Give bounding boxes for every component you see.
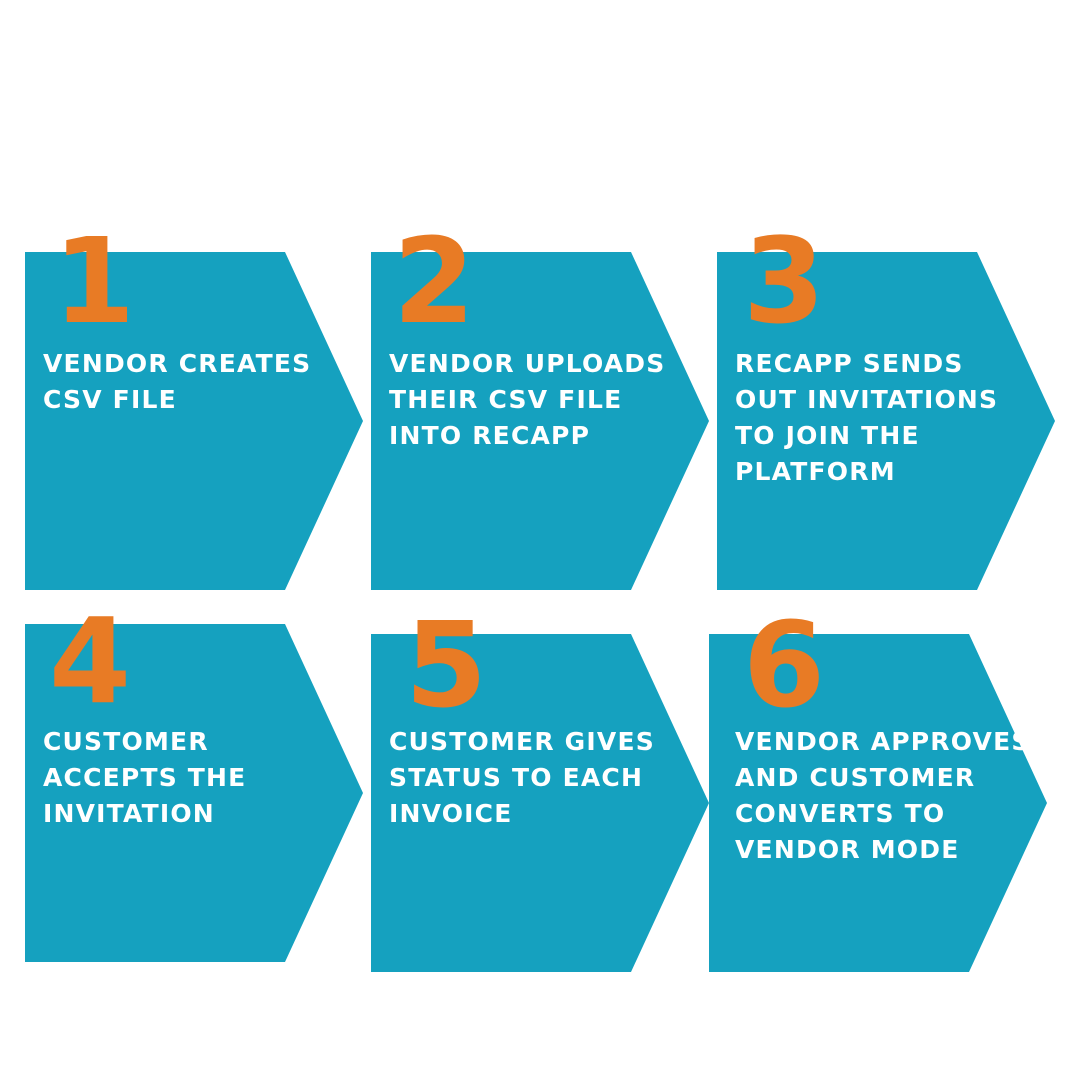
step-1: 1 VENDOR CREATES CSV FILE (25, 222, 365, 597)
step-number: 5 (405, 596, 488, 734)
step-description: CUSTOMER GIVES STATUS TO EACH INVOICE (389, 727, 655, 828)
chevron-arrow-shape (25, 252, 363, 590)
step-number: 6 (743, 596, 826, 734)
step-4: 4 CUSTOMER ACCEPTS THE INVITATION (25, 602, 365, 969)
step-number: 1 (53, 212, 136, 350)
step-description: VENDOR APPROVES AND CUSTOMER CONVERTS TO… (735, 727, 1031, 864)
step-description: RECAPP SENDS OUT INVITATIONS TO JOIN THE… (735, 349, 999, 486)
chevron-arrow-shape (371, 634, 709, 972)
step-description: CUSTOMER ACCEPTS THE INVITATION (43, 727, 247, 828)
chevron-arrow-shape (371, 252, 709, 590)
step-number: 2 (393, 212, 476, 350)
chevron-arrow-shape (709, 634, 1047, 972)
chevron-arrow-shape (717, 252, 1055, 590)
step-3: 3 RECAPP SENDS OUT INVITATIONS TO JOIN T… (717, 222, 1057, 597)
step-5: 5 CUSTOMER GIVES STATUS TO EACH INVOICE (371, 606, 711, 979)
step-description: VENDOR UPLOADS THEIR CSV FILE INTO RECAP… (389, 349, 666, 450)
chevron-arrow-shape (25, 624, 363, 962)
step-2: 2 VENDOR UPLOADS THEIR CSV FILE INTO REC… (371, 222, 711, 597)
step-number: 4 (49, 592, 132, 730)
step-number: 3 (743, 212, 826, 350)
step-6: 6 VENDOR APPROVES AND CUSTOMER CONVERTS … (709, 606, 1049, 979)
step-description: VENDOR CREATES CSV FILE (43, 349, 312, 414)
